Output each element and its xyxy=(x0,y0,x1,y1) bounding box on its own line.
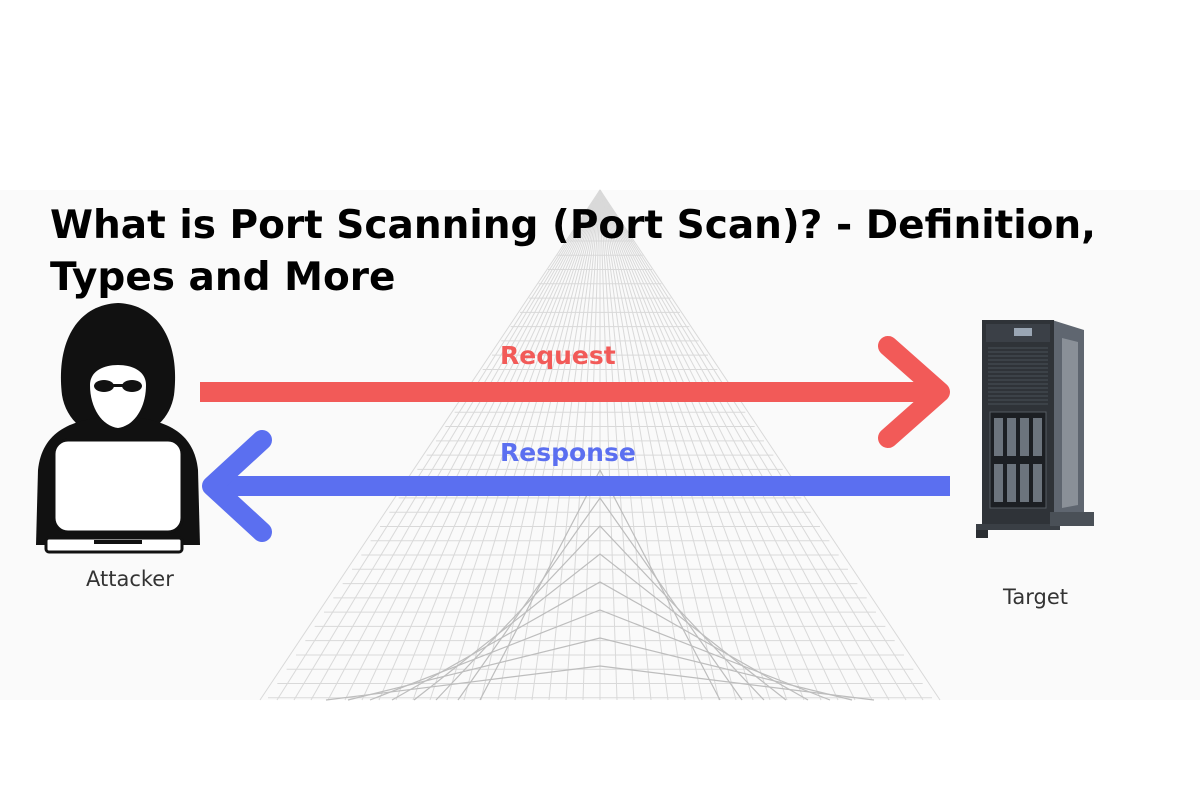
page-title: What is Port Scanning (Port Scan)? - Def… xyxy=(50,200,1170,304)
building-line xyxy=(599,189,890,701)
server-drive-bay xyxy=(994,418,1003,456)
building-line xyxy=(599,189,771,701)
building-line xyxy=(599,189,941,701)
building-line xyxy=(531,189,601,701)
building-line xyxy=(599,189,873,701)
building-chevron-line xyxy=(413,553,787,701)
building-line xyxy=(361,189,601,701)
building-line xyxy=(599,189,924,701)
building-chevron-line xyxy=(479,468,721,701)
title-line-2: Types and More xyxy=(50,255,396,300)
building-line xyxy=(599,189,754,701)
server-drive-bay xyxy=(1033,464,1042,502)
hooded-hacker-laptop-icon xyxy=(36,303,200,554)
tower-server-icon xyxy=(976,320,1094,538)
building-line xyxy=(599,189,652,701)
building-line xyxy=(378,189,601,701)
building-line xyxy=(395,189,601,701)
building-line xyxy=(497,189,601,701)
building-chevron-line xyxy=(391,581,809,701)
response-label: Response xyxy=(500,438,636,467)
building-line xyxy=(599,189,737,701)
building-chevron-line xyxy=(325,665,875,701)
server-drive-bay xyxy=(1020,464,1029,502)
server-drive-bay xyxy=(994,464,1003,502)
building-line xyxy=(599,189,669,701)
building-chevron-line xyxy=(457,496,743,701)
building-line xyxy=(480,189,601,701)
building-line xyxy=(412,189,601,701)
server-drive-bay xyxy=(1020,418,1029,456)
response-arrow xyxy=(202,430,950,542)
building-line xyxy=(599,189,822,701)
building-chevron-line xyxy=(435,525,765,701)
title-line-1: What is Port Scanning (Port Scan)? - Def… xyxy=(50,203,1096,248)
target-label: Target xyxy=(1003,585,1068,609)
server-drive-bay xyxy=(1007,418,1016,456)
building-chevron-line xyxy=(347,637,853,701)
building-line xyxy=(276,189,601,701)
building-line xyxy=(344,189,601,701)
building-line xyxy=(599,189,703,701)
server-drive-bay xyxy=(1033,418,1042,456)
building-line xyxy=(548,189,601,701)
building-line xyxy=(446,189,601,701)
building-line xyxy=(310,189,601,701)
server-drive-bay xyxy=(1007,464,1016,502)
request-label: Request xyxy=(500,341,616,370)
building-line xyxy=(599,189,635,701)
building-line xyxy=(599,189,907,701)
building-line xyxy=(293,189,601,701)
building-line xyxy=(565,189,601,701)
building-line xyxy=(463,189,601,701)
building-line xyxy=(429,189,601,701)
building-line xyxy=(599,189,839,701)
building-line xyxy=(599,189,720,701)
building-line xyxy=(599,189,788,701)
building-line xyxy=(327,189,601,701)
building-line xyxy=(599,189,686,701)
building-chevron-line xyxy=(369,609,831,701)
building-line xyxy=(599,189,805,701)
building-line xyxy=(599,189,856,701)
attacker-label: Attacker xyxy=(86,567,174,591)
building-line xyxy=(259,189,601,701)
building-line xyxy=(514,189,601,701)
request-arrow xyxy=(200,336,950,448)
